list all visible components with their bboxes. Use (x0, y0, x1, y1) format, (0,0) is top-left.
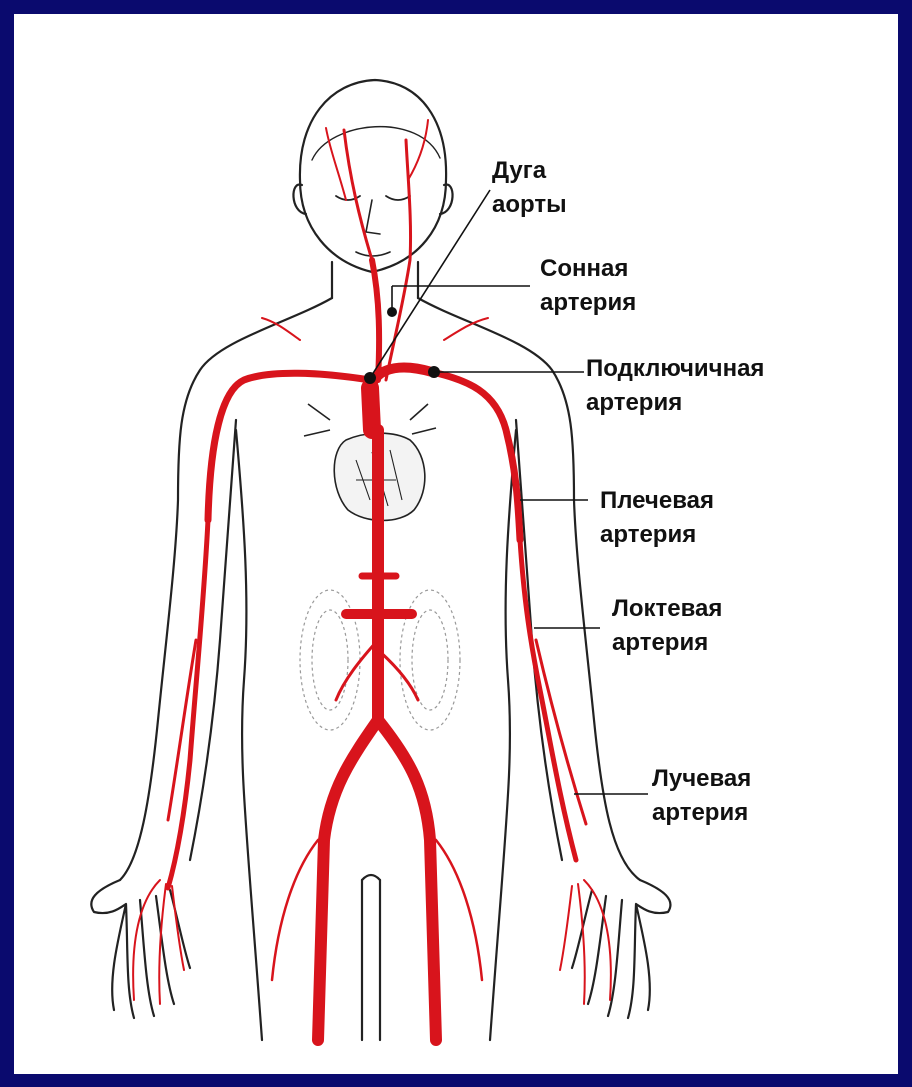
label-subclavian-line2: артерия (586, 386, 764, 420)
label-ulnar-line1: Локтевая (612, 592, 722, 626)
label-subclavian-artery: Подключичная артерия (586, 352, 764, 420)
label-radial-line1: Лучевая (652, 762, 751, 796)
label-carotid-artery: Сонная артерия (540, 252, 636, 320)
label-ulnar-artery: Локтевая артерия (612, 592, 722, 660)
label-brachial-artery: Плечевая артерия (600, 484, 714, 552)
label-carotid-line2: артерия (540, 286, 636, 320)
label-brachial-line1: Плечевая (600, 484, 714, 518)
arterial-system-figure (14, 14, 898, 1074)
label-carotid-line1: Сонная (540, 252, 636, 286)
label-radial-line2: артерия (652, 796, 751, 830)
label-brachial-line2: артерия (600, 518, 714, 552)
diagram-frame: Дуга аорты Сонная артерия Подключичная а… (14, 14, 898, 1074)
label-radial-artery: Лучевая артерия (652, 762, 751, 830)
label-aortic-arch-line2: аорты (492, 188, 567, 222)
label-aortic-arch-line1: Дуга (492, 154, 567, 188)
label-aortic-arch: Дуга аорты (492, 154, 567, 222)
label-subclavian-line1: Подключичная (586, 352, 764, 386)
label-ulnar-line2: артерия (612, 626, 722, 660)
